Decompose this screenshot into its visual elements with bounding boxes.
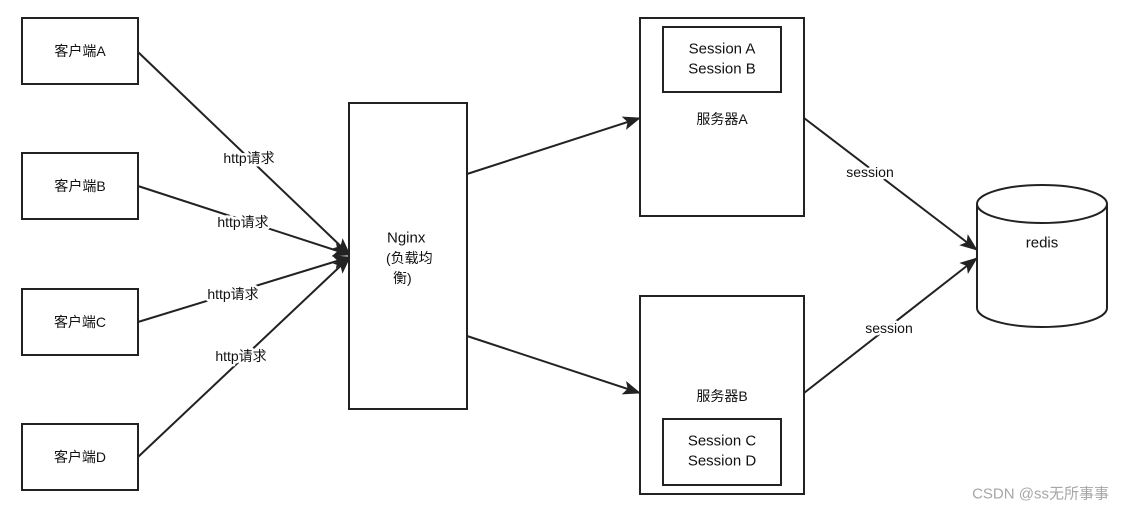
redis-label: redis (1026, 235, 1059, 252)
client-label: 客户端A (54, 43, 106, 59)
edge-label-http-c: http请求 (207, 286, 258, 302)
edge-client-b-to-nginx (137, 185, 351, 257)
edge-label-http-b: http请求 (217, 214, 268, 230)
edge-client-a-to-nginx (137, 51, 351, 256)
server-label: 服务器B (696, 388, 747, 404)
session-label: Session A (689, 41, 756, 58)
edge-label-http-d: http请求 (215, 348, 266, 364)
redis-cylinder-body (976, 204, 1108, 328)
nginx-label-line-2: (负载均 (386, 250, 433, 266)
nginx-node: Nginx (负载均 衡) (348, 102, 468, 410)
client-label: 客户端D (54, 449, 106, 465)
client-label: 客户端B (54, 178, 105, 194)
edge-nginx-to-server-b (466, 335, 641, 395)
edge-labels: http请求 http请求 http请求 http请求 session sess… (205, 148, 915, 367)
nginx-label-line-1: Nginx (387, 230, 426, 247)
client-label: 客户端C (54, 314, 106, 330)
session-label: Session D (688, 453, 757, 470)
session-box (662, 418, 782, 486)
redis-cylinder-top (976, 184, 1108, 224)
client-node-b: 客户端B (21, 152, 139, 220)
edges (137, 51, 978, 458)
edge-label-session-a: session (846, 164, 893, 180)
client-node-a: 客户端A (21, 17, 139, 85)
nginx-label-line-3: 衡) (393, 270, 412, 286)
client-node-d: 客户端D (21, 423, 139, 491)
watermark: CSDN @ss无所事事 (972, 486, 1109, 503)
edge-server-b-to-redis (803, 257, 978, 394)
edge-nginx-to-server-a (466, 116, 641, 175)
edge-client-d-to-nginx (137, 256, 351, 458)
server-label: 服务器A (696, 111, 748, 127)
client-node-c: 客户端C (21, 288, 139, 356)
server-node-b: 服务器B Session C Session D (639, 295, 805, 495)
redis-node: redis (976, 184, 1108, 328)
server-node-a: Session A Session B 服务器A (639, 17, 805, 217)
edge-client-c-to-nginx (137, 255, 351, 323)
session-label: Session B (688, 61, 756, 78)
edge-label-http-a: http请求 (223, 150, 274, 166)
edge-label-session-b: session (865, 320, 912, 336)
client-nodes: 客户端A 客户端B 客户端C 客户端D (21, 17, 139, 491)
session-box (662, 26, 782, 93)
edge-server-a-to-redis (803, 117, 978, 251)
session-label: Session C (688, 433, 757, 450)
